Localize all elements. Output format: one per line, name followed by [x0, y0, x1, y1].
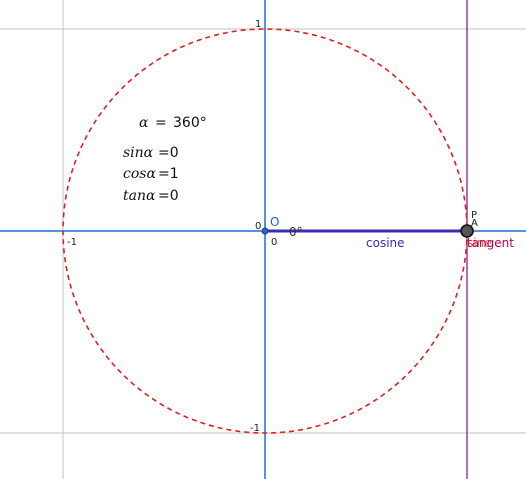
- point-a-label: A: [471, 218, 478, 229]
- tan-label-text: tanα: [123, 188, 156, 204]
- cosine-label: cosine: [366, 236, 405, 250]
- y-tick-0: 0: [255, 221, 261, 232]
- x-tick-0: 0: [271, 237, 277, 248]
- alpha-symbol: α: [139, 115, 149, 131]
- sin-label-text: sinα: [123, 145, 154, 161]
- sin-readout: sinα =0: [123, 145, 179, 161]
- tan-value: =0: [158, 188, 179, 204]
- cos-label-text: cosα: [123, 166, 156, 182]
- origin-point[interactable]: [261, 227, 269, 235]
- y-tick-neg1: -1: [250, 423, 260, 434]
- alpha-equals: =: [155, 115, 167, 131]
- sin-value: =0: [158, 145, 179, 161]
- x-tick-neg1: -1: [67, 237, 77, 248]
- tangent-label: tangent: [467, 236, 514, 250]
- y-tick-1: 1: [255, 19, 261, 30]
- angle-readout: α = 360°: [139, 115, 207, 131]
- cos-readout: cosα =1: [123, 166, 179, 182]
- tan-readout: tanα =0: [123, 188, 179, 204]
- cos-value: =1: [158, 166, 179, 182]
- angle-label: 0°: [289, 225, 303, 239]
- alpha-value: 360°: [173, 115, 207, 131]
- sine-label: sine: [467, 236, 492, 250]
- point-p[interactable]: [460, 224, 474, 238]
- origin-label: O: [270, 215, 279, 229]
- point-p-label: P: [471, 210, 477, 221]
